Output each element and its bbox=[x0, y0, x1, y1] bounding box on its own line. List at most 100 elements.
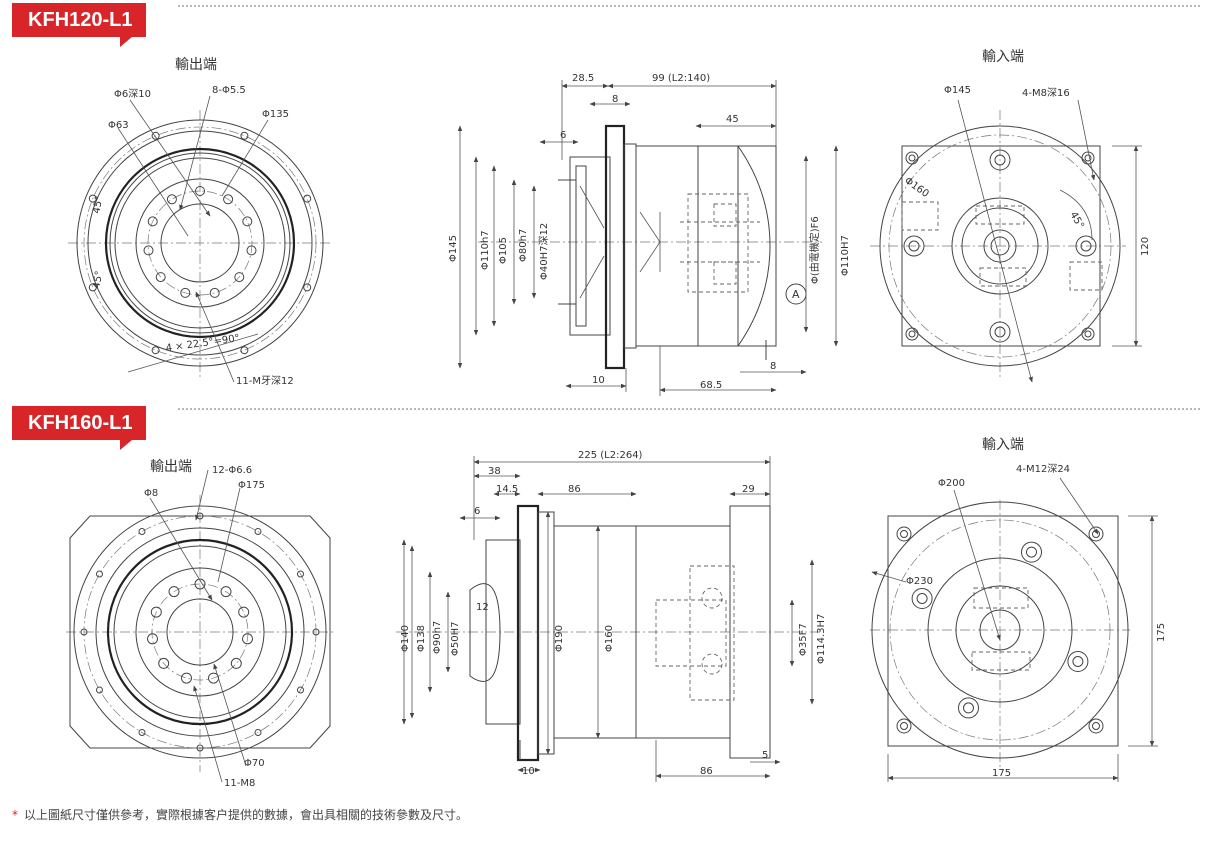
thread-hole bbox=[242, 633, 253, 645]
label2-w225: 225 (L2:264) bbox=[578, 450, 643, 461]
label2-w10: 10 bbox=[522, 766, 535, 777]
mount-hole bbox=[911, 588, 933, 609]
label2-d70: Φ70 bbox=[244, 758, 265, 769]
label2-in-h175: 175 bbox=[1156, 623, 1167, 642]
bolt-hole bbox=[297, 686, 304, 694]
corner-hole bbox=[1084, 330, 1092, 338]
mount-hole bbox=[989, 149, 1011, 171]
thread-hole bbox=[238, 606, 250, 618]
kfh160-output-caption: 輸出端 bbox=[150, 459, 192, 475]
bolt-hole bbox=[138, 528, 146, 535]
label2-threads: 11-M8 bbox=[224, 778, 255, 789]
bolt-hole bbox=[254, 528, 262, 535]
bolt-hole bbox=[80, 628, 88, 636]
label-d105: Φ105 bbox=[498, 237, 509, 264]
label-d110h7: Φ110h7 bbox=[480, 230, 491, 270]
corner-hole bbox=[905, 151, 919, 165]
label2-d35F7: Φ35F7 bbox=[798, 623, 809, 656]
bolt-hole bbox=[254, 729, 262, 736]
label2-d50H7: Φ50H7 bbox=[450, 622, 461, 656]
corner-hole bbox=[900, 722, 908, 730]
label-motor: Φ(由電機定)F6 bbox=[808, 216, 821, 284]
corner-hole bbox=[908, 154, 916, 162]
label-d63: Φ63 bbox=[108, 120, 129, 131]
model-tag-kfh120: KFH120-L1 bbox=[12, 3, 147, 47]
corner-hole bbox=[1088, 526, 1104, 542]
bolt-hole bbox=[196, 744, 204, 752]
thread-hole bbox=[147, 216, 158, 227]
corner-hole bbox=[896, 718, 912, 734]
label2-w38: 38 bbox=[488, 466, 501, 477]
kfh120-output-view bbox=[68, 95, 332, 383]
model-tag-kfh160: KFH160-L1 bbox=[12, 406, 147, 450]
kfh160-input-caption: 輸入端 bbox=[982, 437, 1024, 453]
bolt-hole bbox=[151, 131, 160, 140]
thread-hole bbox=[180, 287, 191, 298]
mount-hole bbox=[903, 235, 925, 257]
mount-hole bbox=[1026, 546, 1037, 558]
corner-hole bbox=[1081, 327, 1095, 341]
thread-hole bbox=[234, 272, 245, 283]
mount-hole bbox=[994, 326, 1006, 338]
kfh120-output-caption: 輸出端 bbox=[175, 57, 217, 73]
label-holes: 8-Φ5.5 bbox=[212, 85, 246, 96]
label2-w145: 14.5 bbox=[496, 484, 518, 495]
label-w10: 10 bbox=[592, 375, 605, 386]
kfh120-input-labels: Φ145 4-M8深16 Φ160 45° 120 bbox=[902, 85, 1151, 256]
bolt-hole bbox=[88, 283, 97, 292]
corner-hole bbox=[900, 530, 908, 538]
label-d40: Φ40H7深12 bbox=[538, 223, 550, 280]
thread-hole bbox=[143, 245, 154, 256]
corner-hole bbox=[908, 330, 916, 338]
bolt-hole bbox=[240, 346, 249, 355]
mount-hole bbox=[994, 154, 1006, 166]
label2-d175: Φ175 bbox=[238, 480, 265, 491]
kfh120-input-caption: 輸入端 bbox=[982, 49, 1024, 65]
footnote-text: 以上圖紙尺寸僅供參考，實際根據客户提供的數據，會出具相關的技術參數及尺寸。 bbox=[24, 808, 469, 822]
kfh160-output-thread-holes bbox=[147, 578, 253, 684]
label-hole-bolt: Φ6深10 bbox=[114, 88, 151, 100]
corner-hole bbox=[1084, 154, 1092, 162]
kfh160-side-labels: 225 (L2:264) 38 14.5 86 29 6 12 Φ140 Φ13… bbox=[400, 450, 827, 777]
label2-w86b: 86 bbox=[700, 766, 713, 777]
thread-hole bbox=[181, 672, 192, 684]
thread-hole bbox=[220, 586, 232, 598]
thread-hole bbox=[242, 216, 253, 227]
label2-w12: 12 bbox=[476, 602, 489, 613]
label-w685: 68.5 bbox=[700, 380, 722, 391]
footnote: * 以上圖紙尺寸僅供參考，實際根據客户提供的數據，會出具相關的技術參數及尺寸。 bbox=[12, 806, 468, 823]
label2-in-d200: Φ200 bbox=[938, 478, 965, 489]
bolt-hole bbox=[96, 570, 103, 578]
footnote-star: * bbox=[12, 808, 18, 822]
divider-middle bbox=[178, 408, 1200, 410]
label-in-d160: Φ160 bbox=[902, 175, 930, 199]
label-w99: 99 (L2:140) bbox=[652, 73, 710, 84]
label2-w5: 5 bbox=[762, 750, 768, 761]
label2-d140: Φ140 bbox=[400, 625, 411, 652]
kfh120-side-view bbox=[457, 80, 839, 396]
mount-hole bbox=[1080, 240, 1092, 252]
label-threads: 11-M牙深12 bbox=[236, 375, 294, 387]
label-d110H7: Φ110H7 bbox=[840, 235, 851, 276]
mount-hole bbox=[1067, 651, 1089, 672]
bolt-hole bbox=[151, 346, 160, 355]
label-in-angle: 45° bbox=[1067, 210, 1085, 231]
thread-hole bbox=[209, 287, 220, 298]
kfh120-input-holes bbox=[903, 149, 1097, 343]
label2-w29: 29 bbox=[742, 484, 755, 495]
kfh160-input-view bbox=[870, 477, 1158, 782]
label2-in-d230: Φ230 bbox=[906, 576, 933, 587]
label-angle-2: 45° bbox=[91, 270, 105, 289]
corner-hole bbox=[1092, 722, 1100, 730]
corner-hole bbox=[1088, 718, 1104, 734]
thread-hole bbox=[150, 606, 162, 618]
label-w6: 6 bbox=[560, 130, 566, 141]
bolt-hole bbox=[312, 628, 320, 636]
bolt-hole bbox=[303, 194, 312, 203]
mount-hole bbox=[1072, 656, 1084, 667]
label2-d8: Φ8 bbox=[144, 488, 158, 499]
label-w8a: 8 bbox=[612, 94, 618, 105]
thread-hole bbox=[155, 272, 166, 283]
bolt-hole bbox=[297, 570, 304, 578]
label2-holes: 12-Φ6.6 bbox=[212, 465, 252, 476]
